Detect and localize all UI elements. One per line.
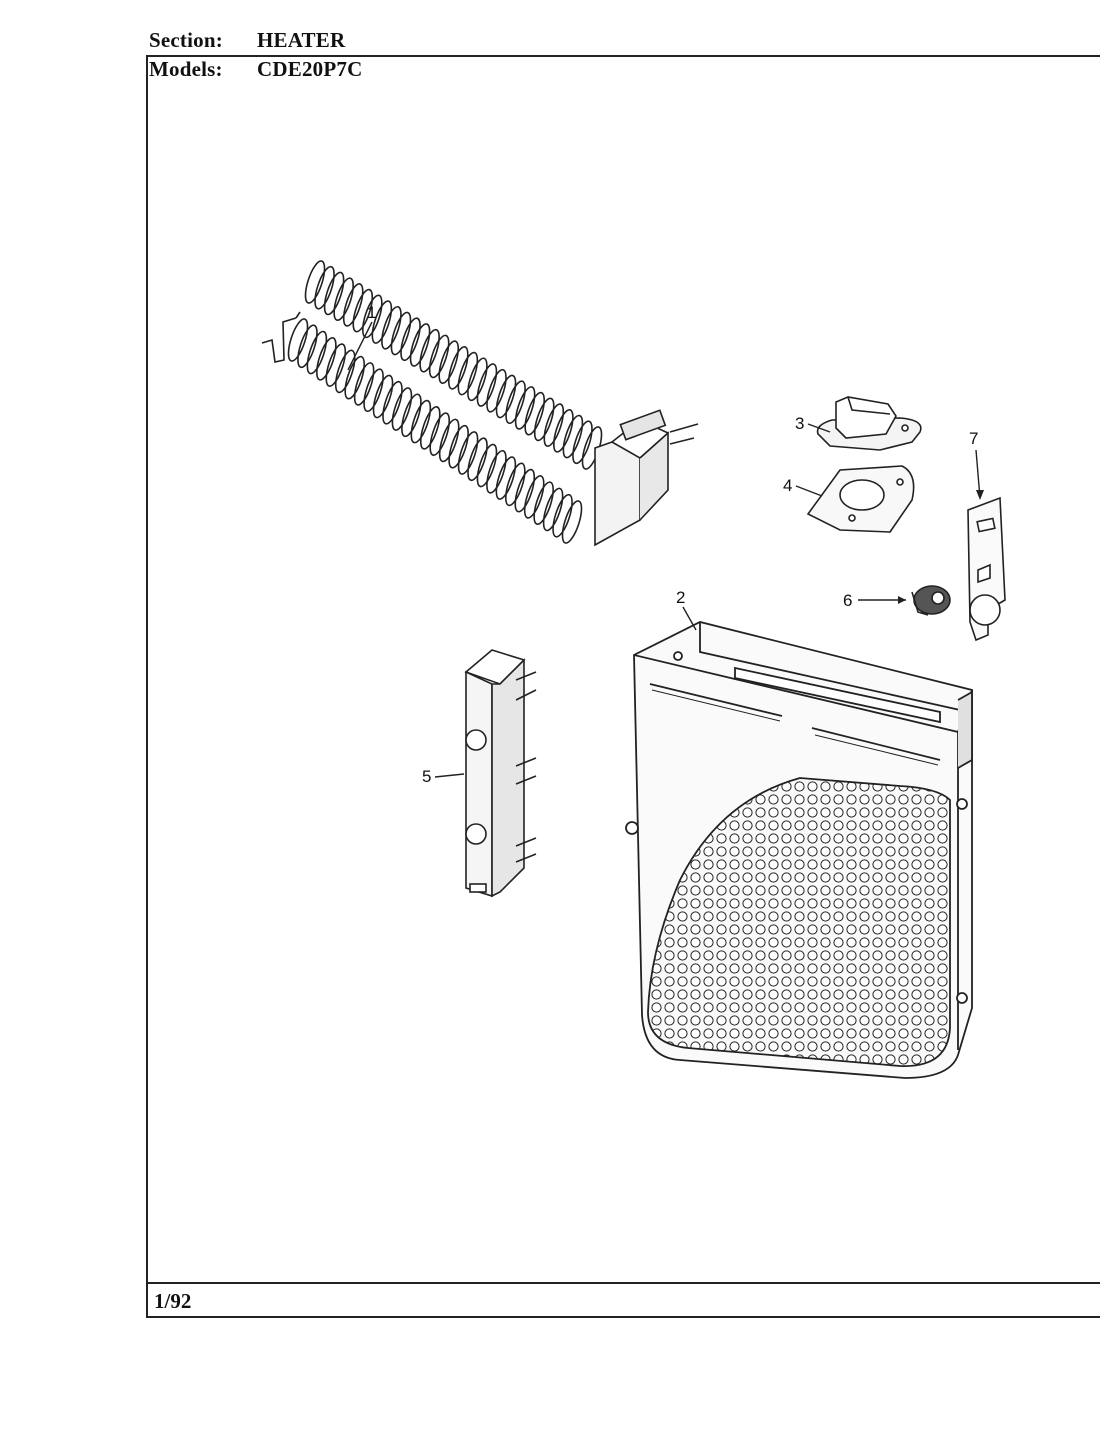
footer-date: 1/92	[154, 1289, 192, 1313]
callout-label-6: 6	[843, 591, 852, 610]
thermostat-bracket	[806, 465, 915, 533]
callout-5: 5	[422, 767, 465, 786]
callout-6: 6	[843, 591, 906, 610]
heating-element-coil	[261, 260, 699, 547]
models-value: CDE20P7C	[257, 57, 363, 81]
page-frame	[146, 55, 1100, 1318]
section-label: Section:	[149, 28, 223, 52]
thermostat	[816, 396, 922, 451]
callout-label-2: 2	[676, 588, 685, 607]
callout-7: 7	[969, 429, 984, 500]
cover-plate	[967, 496, 1006, 642]
callout-2: 2	[676, 588, 697, 631]
callout-1: 1	[347, 303, 376, 371]
footer-divider	[146, 1282, 1100, 1284]
terminal-block	[464, 649, 537, 898]
callout-3: 3	[795, 414, 831, 433]
callout-4: 4	[783, 476, 823, 497]
heater-housing	[625, 621, 973, 1079]
callout-label-7: 7	[969, 429, 978, 448]
section-value: HEATER	[257, 28, 346, 52]
models-label: Models:	[149, 57, 223, 81]
callout-label-5: 5	[422, 767, 431, 786]
callout-label-3: 3	[795, 414, 804, 433]
callout-label-4: 4	[783, 476, 792, 495]
callout-label-1: 1	[367, 303, 376, 322]
limit-thermostat	[911, 585, 951, 616]
